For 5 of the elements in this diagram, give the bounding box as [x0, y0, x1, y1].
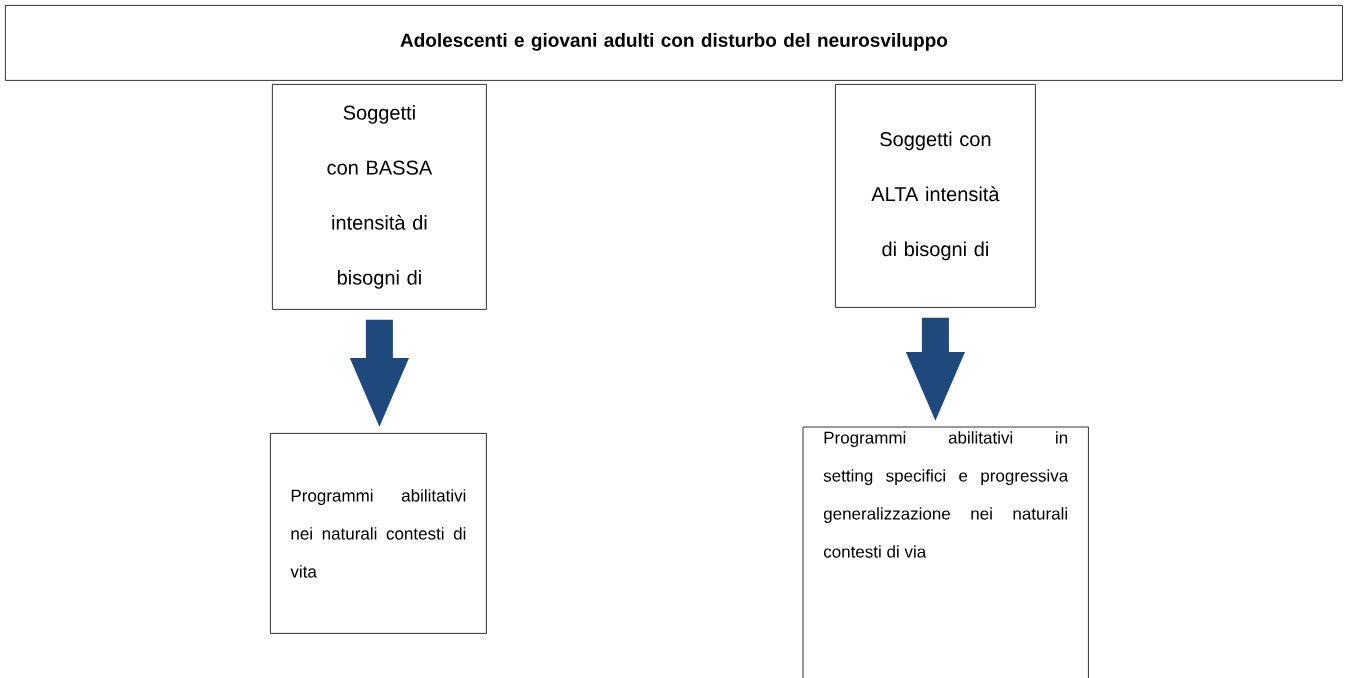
- title-box: Adolescenti e giovani adulti con disturbo del neurosviluppo: [5, 5, 1343, 81]
- process-box: Programmi abilitativi nei naturali contesti di vita: [270, 433, 487, 634]
- process-box: Programmi abilitativi in setting specifici e progressiva generalizzazione nei naturali contesti di via: [802, 426, 1089, 678]
- process-box: Soggetti con ALTA intensità di bisogni di: [835, 84, 1036, 308]
- process-box: Soggetti con BASSA intensità di bisogni di: [272, 84, 487, 310]
